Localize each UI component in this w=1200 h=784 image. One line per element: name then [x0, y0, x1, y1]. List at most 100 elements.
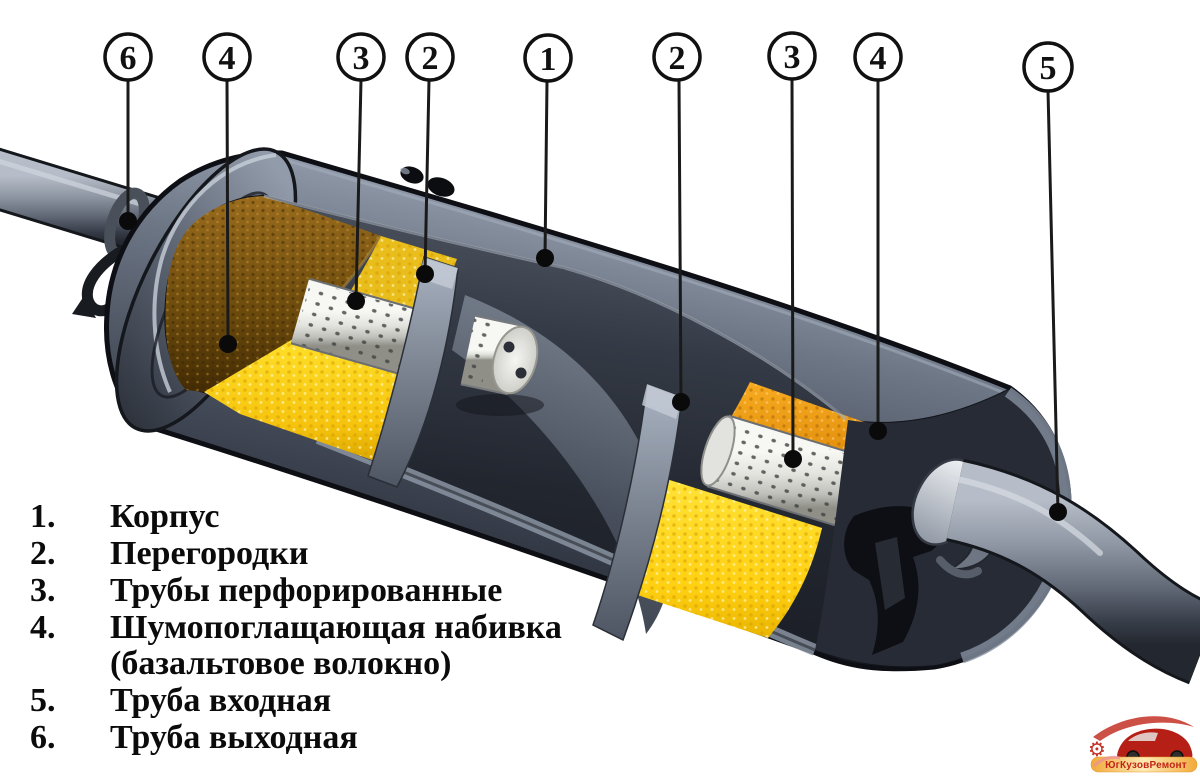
callout-2-left: 2 — [405, 32, 455, 283]
legend-number: 2. — [30, 535, 56, 572]
callout-bubble — [652, 32, 702, 82]
callout-number: 5 — [1040, 50, 1057, 87]
legend-label: Труба выходная — [110, 719, 358, 756]
callout-bubble — [103, 32, 153, 82]
outlet-pipe-highlight — [0, 159, 163, 213]
leader-dot — [536, 249, 554, 267]
center-pipe-stub — [456, 314, 544, 416]
logo-banner-swoosh — [1092, 755, 1121, 768]
stub-perforations — [461, 316, 495, 388]
hanger-knob — [427, 177, 455, 197]
inlet-pipe-surface — [946, 461, 1200, 682]
legend-label-continuation: (базальтовое волокно) — [110, 645, 451, 682]
leader-line — [543, 79, 549, 260]
legend: 1. Корпус 2. Перегородки 3. Трубы перфор… — [30, 498, 562, 756]
legend-row-1: 1. Корпус — [30, 498, 220, 535]
callouts: 6 4 3 2 1 2 — [103, 31, 1074, 521]
logo-swoosh — [1093, 716, 1194, 741]
logo-car-window — [1128, 732, 1158, 741]
top-hanger-knobs — [400, 166, 455, 197]
legend-label: Трубы перфорированные — [110, 572, 502, 609]
shell-top-highlight — [284, 158, 1003, 394]
callout-number: 3 — [353, 40, 370, 77]
leader-line — [225, 78, 230, 346]
leader-dot — [219, 335, 237, 353]
legend-label: Корпус — [110, 498, 220, 535]
watermark-logo: ⚙ ЮгКузовРемонт — [1088, 716, 1198, 773]
callout-3-left: 3 — [336, 32, 386, 310]
callout-2-right: 2 — [652, 32, 702, 411]
upper-cut-edge — [263, 194, 847, 421]
leader-dot — [869, 422, 887, 440]
leader-line — [790, 77, 795, 461]
legend-row-4: 4. Шумопоглащающая набивка (базальтовое … — [30, 609, 562, 682]
leader-line — [423, 78, 431, 276]
stub-shadow — [456, 394, 544, 416]
callout-1: 1 — [523, 33, 573, 267]
legend-row-5: 5. Труба входная — [30, 682, 331, 719]
callout-bubble — [336, 32, 386, 82]
leader-dot — [672, 393, 690, 411]
legend-row-6: 6. Труба выходная — [30, 719, 358, 756]
callout-4-left: 4 — [202, 32, 252, 353]
callout-3-right: 3 — [767, 31, 817, 468]
partition-right — [592, 382, 683, 642]
callout-number: 4 — [219, 40, 236, 77]
end-cap-rim-highlight — [152, 153, 277, 393]
callout-bubble — [853, 32, 903, 82]
leader-dot — [416, 265, 434, 283]
stub-hole — [503, 341, 515, 353]
gear-icon: ⚙ — [1088, 737, 1106, 761]
legend-number: 3. — [30, 572, 56, 609]
hanger-curl-arm — [936, 556, 982, 579]
callout-number: 3 — [784, 39, 801, 76]
muffler-illustration — [0, 147, 1200, 685]
callout-bubble — [1022, 41, 1074, 93]
inlet-pipe — [945, 458, 1200, 685]
legend-row-3: 3. Трубы перфорированные — [30, 572, 502, 609]
callout-bubble — [405, 32, 455, 82]
partition-left — [367, 256, 459, 488]
legend-label: Труба входная — [110, 682, 331, 719]
leader-dot — [784, 450, 802, 468]
hanger-knob — [400, 166, 424, 184]
watermark-text: ЮгКузовРемонт — [1105, 760, 1187, 771]
callout-number: 6 — [120, 40, 137, 77]
callout-number: 2 — [669, 40, 686, 77]
perf-pipe-right-end — [700, 415, 736, 487]
leader-dot — [347, 292, 365, 310]
leader-line — [354, 78, 363, 303]
logo-banner — [1090, 756, 1198, 773]
hanger-hook-tip — [72, 296, 96, 318]
partition-left-band — [367, 256, 459, 488]
legend-row-2: 2. Перегородки — [30, 535, 308, 572]
leader-dot — [1049, 503, 1067, 521]
right-end-cap — [815, 387, 1072, 667]
perf-pipe-left-holes — [293, 281, 429, 376]
hanger-knob-highlight — [400, 167, 410, 175]
stub-hole — [515, 367, 527, 379]
callout-bubble — [523, 33, 573, 83]
leader-dot — [119, 212, 137, 230]
callout-6: 6 — [103, 32, 153, 230]
partition-right-top-face — [642, 384, 682, 419]
leader-line — [677, 78, 683, 404]
callout-5: 5 — [1022, 41, 1074, 521]
inlet-pipe-highlight — [949, 475, 1103, 556]
legend-number: 1. — [30, 498, 56, 535]
hanger-bracket-slot — [875, 537, 905, 610]
callout-bubble — [767, 31, 817, 81]
legend-label: Шумопоглащающая набивка — [110, 609, 562, 646]
legend-number: 4. — [30, 609, 56, 646]
partition-right-band — [592, 382, 683, 642]
legend-label: Перегородки — [110, 535, 308, 572]
callout-number: 1 — [540, 41, 557, 78]
stub-face — [491, 325, 539, 395]
callout-number: 4 — [870, 40, 887, 77]
callout-number: 2 — [422, 40, 439, 77]
legend-number: 5. — [30, 682, 56, 719]
legend-number: 6. — [30, 719, 56, 756]
callout-bubble — [202, 32, 252, 82]
